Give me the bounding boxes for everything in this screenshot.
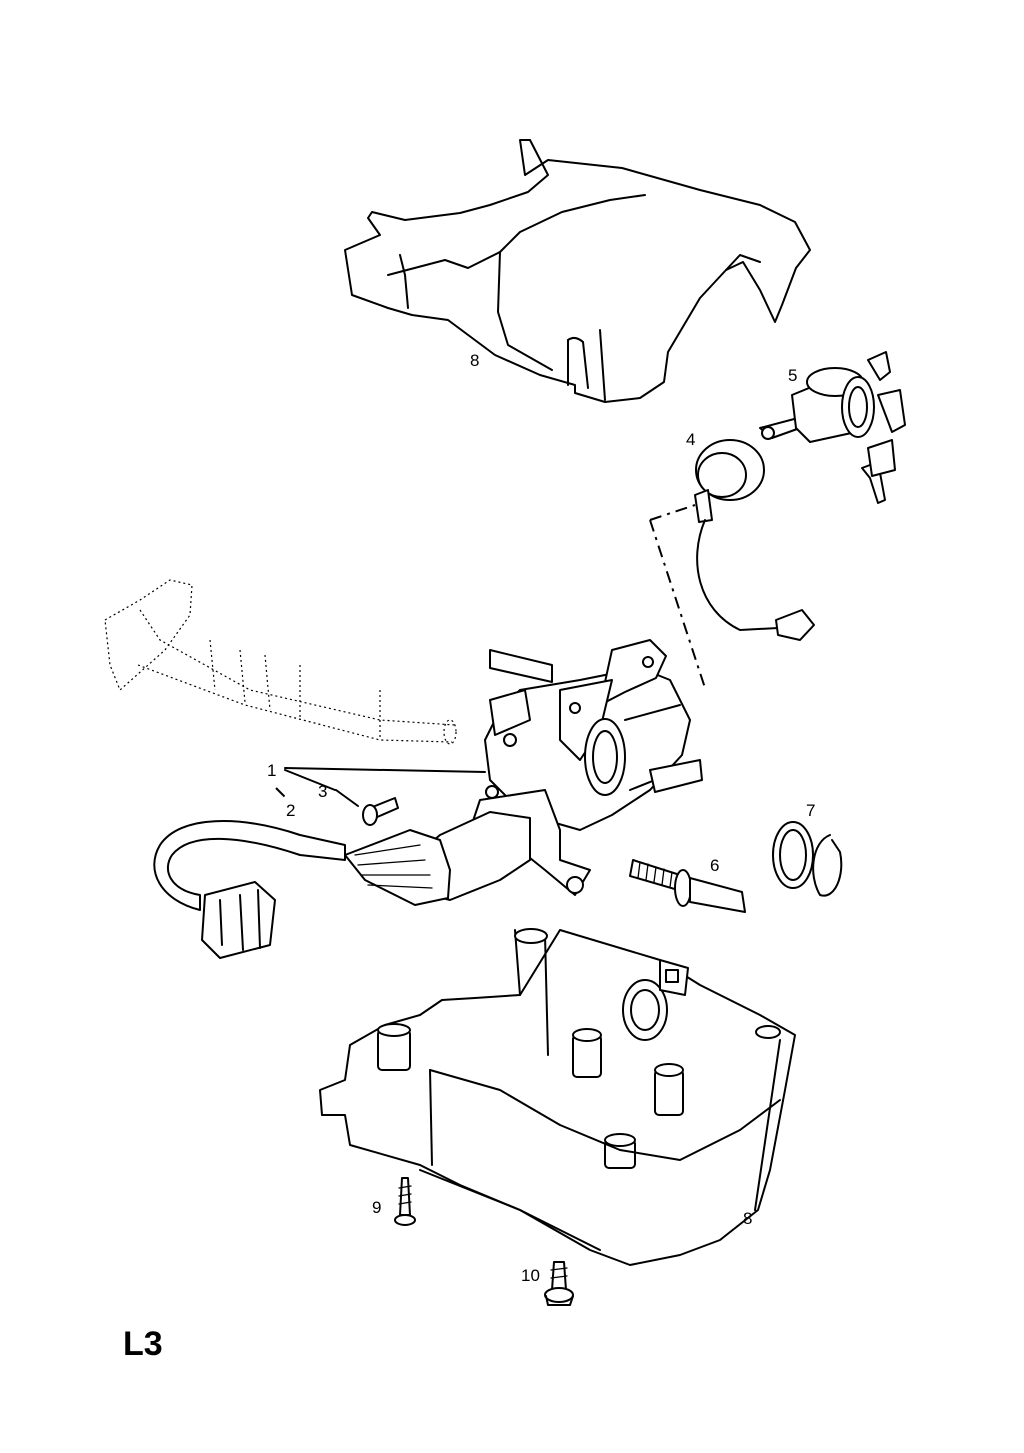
callout-2-leader-dash (275, 787, 289, 801)
callout-2: 2 (286, 801, 295, 820)
lower-steering-column-shroud (319, 928, 796, 1266)
bolt: 6 (629, 856, 746, 913)
callout-9: 9 (372, 1198, 381, 1217)
callout-3: 3 (318, 782, 327, 801)
illumination-ring-with-wire: 4 (686, 430, 815, 641)
small-screw: 3 (318, 782, 399, 826)
flange-bolt: 10 (521, 1261, 574, 1306)
self-tapping-screw: 9 (372, 1177, 416, 1226)
callout-1-leader (284, 767, 486, 791)
steering-shaft-reference (104, 579, 457, 745)
retaining-rings: 7 (772, 801, 843, 897)
ignition-switch-housing (484, 639, 703, 831)
callout-6: 6 (710, 856, 719, 875)
upper-steering-column-shroud (344, 139, 811, 403)
callout-8-upper: 8 (470, 351, 479, 370)
switch-body-with-harness: 2 (153, 785, 591, 959)
callout-7: 7 (806, 801, 815, 820)
callout-1: 1 (267, 761, 276, 780)
lock-cylinder-with-keys: 5 (759, 351, 906, 504)
callout-5: 5 (788, 366, 797, 385)
callout-4: 4 (686, 430, 695, 449)
assembly-leader-line (649, 504, 706, 689)
diagram-code: L3 (123, 1325, 163, 1363)
callout-10: 10 (521, 1266, 540, 1285)
callout-8-lower: 8 (743, 1209, 752, 1228)
